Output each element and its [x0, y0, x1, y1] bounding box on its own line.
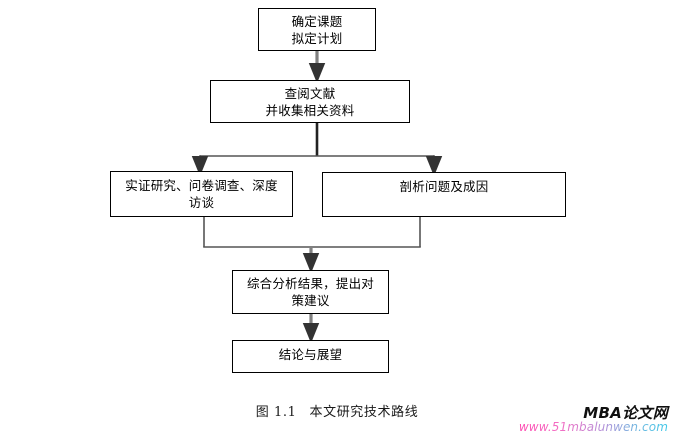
flow-node-empirical-research: 实证研究、问卷调查、深度 访谈 — [110, 171, 293, 217]
flow-node-problem-analysis: 剖析问题及成因 — [322, 172, 566, 217]
flow-node-synthesis-suggestions: 综合分析结果，提出对 策建议 — [232, 270, 389, 314]
flow-node-label: 剖析问题及成因 — [399, 179, 489, 194]
flow-node-label: 确定课题 拟定计划 — [291, 13, 343, 46]
watermark-url: www.51mbalunwen.com — [518, 420, 668, 435]
figure-caption-title: 本文研究技术路线 — [309, 405, 419, 420]
figure-caption-number: 图 1.1 — [255, 405, 297, 420]
flow-node-label: 查阅文献 并收集相关资料 — [265, 85, 355, 118]
watermark: MBA论文网 www.51mbalunwen.com — [519, 405, 668, 434]
connector-merge-to-node5 — [203, 217, 421, 274]
watermark-brand: MBA论文网 — [583, 403, 668, 422]
flow-node-literature-review: 查阅文献 并收集相关资料 — [210, 80, 410, 123]
flow-node-conclusion-outlook: 结论与展望 — [232, 340, 389, 373]
flow-node-label: 结论与展望 — [278, 347, 343, 362]
connector-node2-branch — [191, 123, 443, 177]
flow-node-determine-topic: 确定课题 拟定计划 — [258, 8, 376, 51]
flow-node-label: 实证研究、问卷调查、深度 访谈 — [125, 178, 278, 210]
flow-node-label: 综合分析结果，提出对 策建议 — [246, 276, 374, 308]
figure-caption: 图 1.1 本文研究技术路线 — [0, 401, 674, 420]
